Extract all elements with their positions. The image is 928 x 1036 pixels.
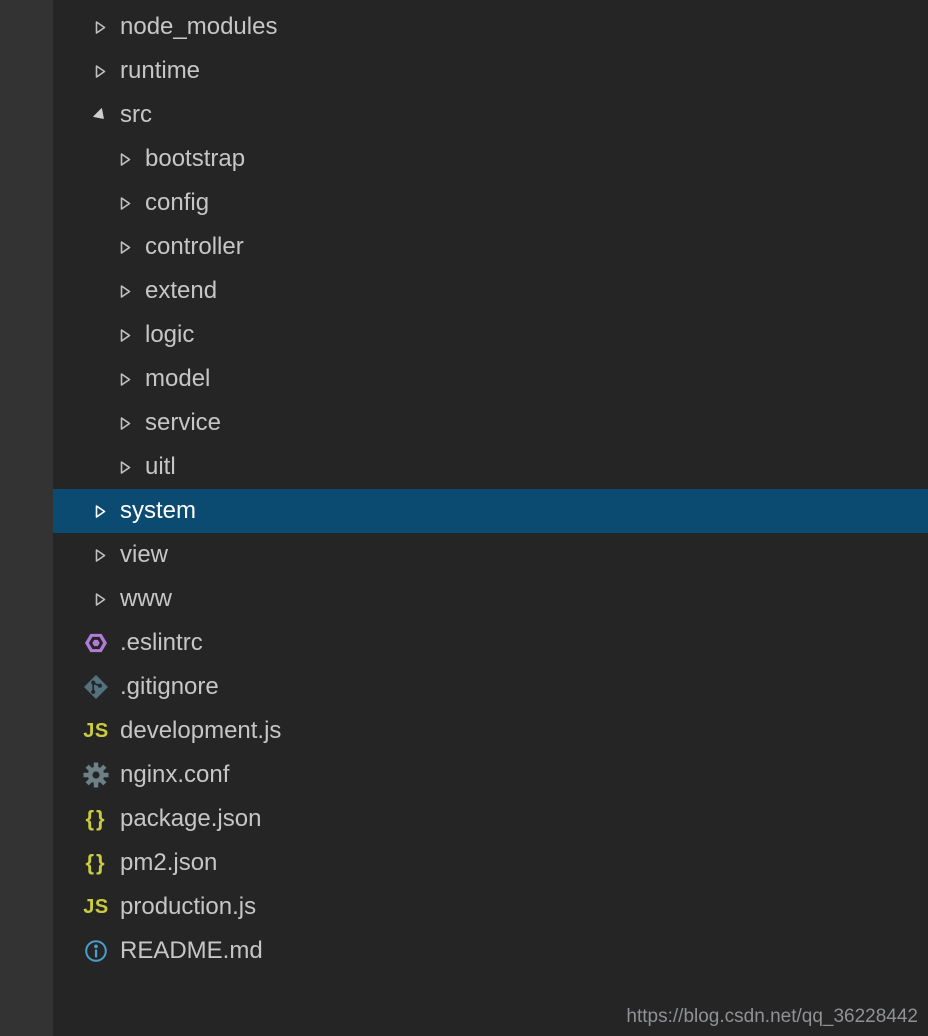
chevron-right-icon — [118, 152, 132, 167]
tree-item-www[interactable]: www — [53, 577, 928, 621]
tree-item-logic[interactable]: logic — [53, 313, 928, 357]
js-file-icon: JS — [83, 895, 109, 918]
tree-item-label: view — [120, 541, 169, 568]
activity-bar-strip — [0, 0, 53, 1036]
tree-item-runtime[interactable]: runtime — [53, 49, 928, 93]
js-file-icon: JS — [83, 719, 109, 742]
tree-item-label: uitl — [145, 453, 176, 480]
tree-item-label: .gitignore — [120, 673, 219, 700]
tree-item-label: extend — [145, 277, 218, 304]
tree-item-label: README.md — [120, 937, 263, 964]
json-file-icon: {} — [85, 850, 107, 875]
tree-item-label: src — [120, 101, 152, 128]
chevron-right-icon — [118, 328, 132, 343]
tree-item-config[interactable]: config — [53, 181, 928, 225]
chevron-right-icon — [118, 240, 132, 255]
eslint-icon — [82, 629, 110, 657]
tree-item-package-json[interactable]: {} package.json — [53, 797, 928, 841]
tree-item-label: service — [145, 409, 222, 436]
info-icon — [82, 937, 110, 965]
tree-item-label: www — [120, 585, 172, 612]
tree-item-production-js[interactable]: JS production.js — [53, 885, 928, 929]
chevron-right-icon — [93, 548, 107, 563]
tree-item-pm2-json[interactable]: {} pm2.json — [53, 841, 928, 885]
gear-icon — [82, 761, 110, 789]
tree-item-gitignore[interactable]: .gitignore — [53, 665, 928, 709]
chevron-expanded-icon — [92, 107, 107, 123]
chevron-right-icon — [118, 460, 132, 475]
chevron-right-icon — [118, 284, 132, 299]
tree-item-system[interactable]: system — [53, 489, 928, 533]
tree-item-development-js[interactable]: JS development.js — [53, 709, 928, 753]
git-icon — [82, 673, 110, 701]
tree-item-nginx-conf[interactable]: nginx.conf — [53, 753, 928, 797]
chevron-right-icon — [93, 20, 107, 35]
tree-item-label: model — [145, 365, 211, 392]
tree-item-label: node_modules — [120, 13, 278, 40]
tree-item-label: pm2.json — [120, 849, 218, 876]
chevron-right-icon — [93, 64, 107, 79]
chevron-right-icon — [118, 416, 132, 431]
chevron-right-icon — [93, 592, 107, 607]
tree-item-model[interactable]: model — [53, 357, 928, 401]
chevron-right-icon — [118, 196, 132, 211]
csdn-watermark: https://blog.csdn.net/qq_36228442 — [626, 1006, 918, 1027]
tree-item-label: config — [145, 189, 210, 216]
tree-item-readme-md[interactable]: README.md — [53, 929, 928, 973]
tree-item-label: package.json — [120, 805, 262, 832]
tree-item-src[interactable]: src — [53, 93, 928, 137]
json-file-icon: {} — [85, 806, 107, 831]
tree-item-node-modules[interactable]: node_modules — [53, 5, 928, 49]
tree-item-label: .eslintrc — [120, 629, 203, 656]
tree-item-eslintrc[interactable]: .eslintrc — [53, 621, 928, 665]
chevron-right-icon — [118, 372, 132, 387]
tree-item-view[interactable]: view — [53, 533, 928, 577]
tree-item-uitl[interactable]: uitl — [53, 445, 928, 489]
tree-item-service[interactable]: service — [53, 401, 928, 445]
tree-item-label: development.js — [120, 717, 282, 744]
tree-item-bootstrap[interactable]: bootstrap — [53, 137, 928, 181]
tree-item-controller[interactable]: controller — [53, 225, 928, 269]
tree-item-label: controller — [145, 233, 244, 260]
explorer-file-tree: node_modules runtime src bootstrap confi… — [53, 0, 928, 1036]
chevron-right-icon — [93, 504, 107, 519]
tree-item-label: bootstrap — [145, 145, 246, 172]
tree-item-label: nginx.conf — [120, 761, 230, 788]
tree-item-label: runtime — [120, 57, 201, 84]
tree-item-label: logic — [145, 321, 195, 348]
tree-item-label: production.js — [120, 893, 257, 920]
tree-item-extend[interactable]: extend — [53, 269, 928, 313]
tree-item-label: system — [120, 497, 197, 524]
